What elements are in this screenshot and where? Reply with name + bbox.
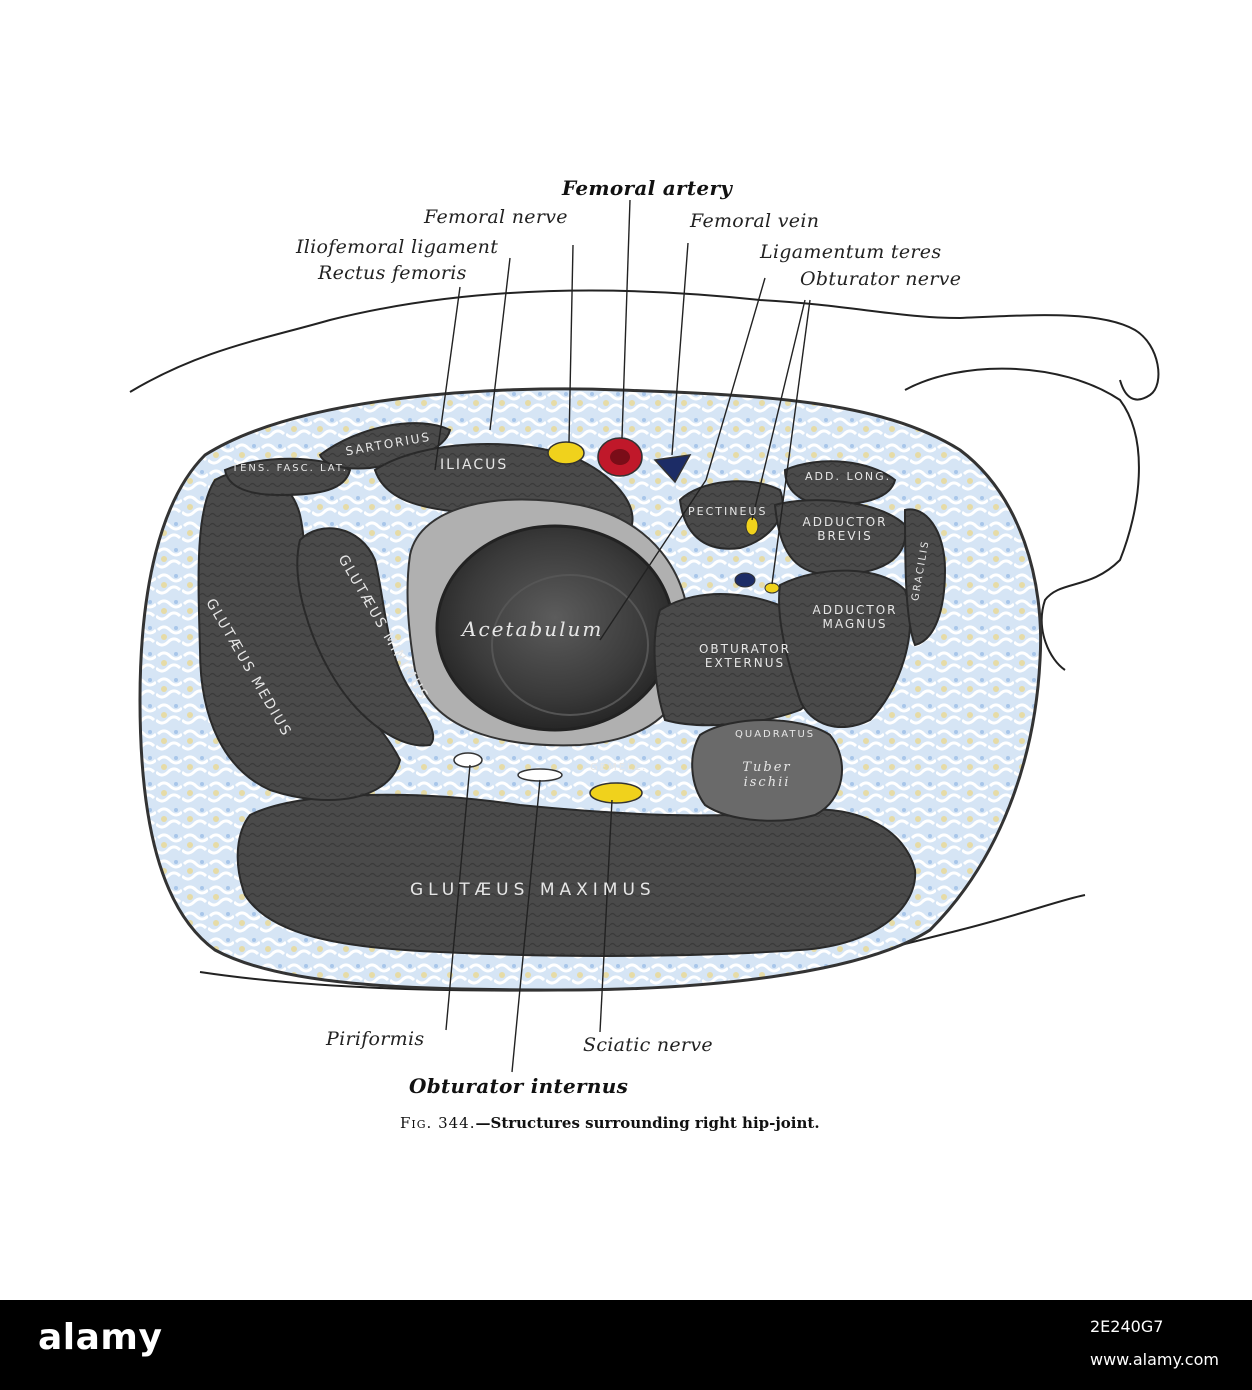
muscle-label-tuber-ischii: Tuber ischii — [742, 760, 792, 790]
obturator-nerve-dot-lower — [764, 582, 780, 594]
label-femoral-vein: Femoral vein — [690, 210, 820, 232]
label-sciatic-nerve: Sciatic nerve — [583, 1034, 713, 1056]
label-ligamentum-teres: Ligamentum teres — [760, 241, 942, 263]
watermark-footer — [0, 1300, 1252, 1390]
hip-cross-section-illustration — [129, 199, 1160, 1073]
muscle-label-iliacus: Iliacus — [440, 457, 509, 473]
alamy-logo: alamy — [38, 1317, 163, 1358]
sartorius-shape — [318, 422, 452, 470]
label-femoral-nerve: Femoral nerve — [424, 206, 568, 228]
label-iliofemoral-ligament: Iliofemoral ligament — [296, 236, 499, 258]
label-rectus-femoris: Rectus femoris — [318, 262, 467, 284]
label-obturator-nerve: Obturator nerve — [800, 268, 962, 290]
image-id: 2E240G7 — [1090, 1317, 1164, 1336]
skin-contour-upper — [129, 289, 1160, 401]
figure-caption-text: —Structures surrounding right hip-joint. — [475, 1114, 820, 1132]
muscle-label-gemellus: Gemell. — [590, 762, 648, 773]
gluteus-medius-shape — [197, 470, 402, 801]
stock-url: www.alamy.com — [1090, 1350, 1219, 1369]
gluteus-maximus-shape — [236, 793, 917, 957]
muscle-label-quadratus: Quadratus — [735, 729, 816, 740]
obturator-vessel-dot — [734, 572, 756, 588]
label-femoral-artery: Femoral artery — [562, 176, 733, 200]
adductor-longus-shape — [783, 460, 897, 507]
muscle-label-obturator-externus: Obturator externus — [698, 642, 792, 670]
muscle-label-pectineus: Pectineus — [688, 505, 768, 518]
label-piriformis: Piriformis — [326, 1028, 425, 1050]
obturator-internus-tendon — [517, 768, 563, 782]
figure-caption: Fig. 344.—Structures surrounding right h… — [400, 1114, 820, 1132]
figure-number: Fig. 344. — [400, 1114, 476, 1132]
label-obturator-internus: Obturator internus — [409, 1074, 629, 1098]
femoral-head-inner — [491, 574, 649, 716]
adductor-brevis-shape — [773, 499, 907, 577]
obturator-nerve-dot-upper — [745, 516, 759, 536]
sciatic-nerve-dot — [589, 782, 643, 804]
gluteus-minimus-shape — [296, 527, 435, 747]
skin-contour-right — [904, 367, 1140, 671]
muscle-label-acetabulum: Acetabulum — [462, 617, 604, 641]
muscle-label-adductor-magnus: Adductor magnus — [812, 603, 898, 631]
tuber-ischii-shape — [691, 719, 843, 822]
femoral-nerve-dot — [547, 441, 585, 465]
muscle-label-adductor-longus: Add. long. — [805, 470, 892, 483]
tensor-fasciae-shape — [223, 457, 352, 497]
muscle-label-gluteus-maximus: Glutæus maximus — [410, 880, 656, 900]
muscle-label-adductor-brevis: Adductor brevis — [802, 515, 888, 543]
femoral-artery-lumen — [610, 449, 630, 465]
muscle-label-tensor-fasciae: Tens. fasc. lat. — [232, 463, 348, 474]
piriformis-tendon — [453, 752, 483, 768]
leader-lines — [434, 199, 811, 1073]
adductor-magnus-shape — [778, 569, 912, 729]
femoral-vein-shape — [653, 454, 692, 484]
gracilis-shape — [903, 508, 947, 647]
